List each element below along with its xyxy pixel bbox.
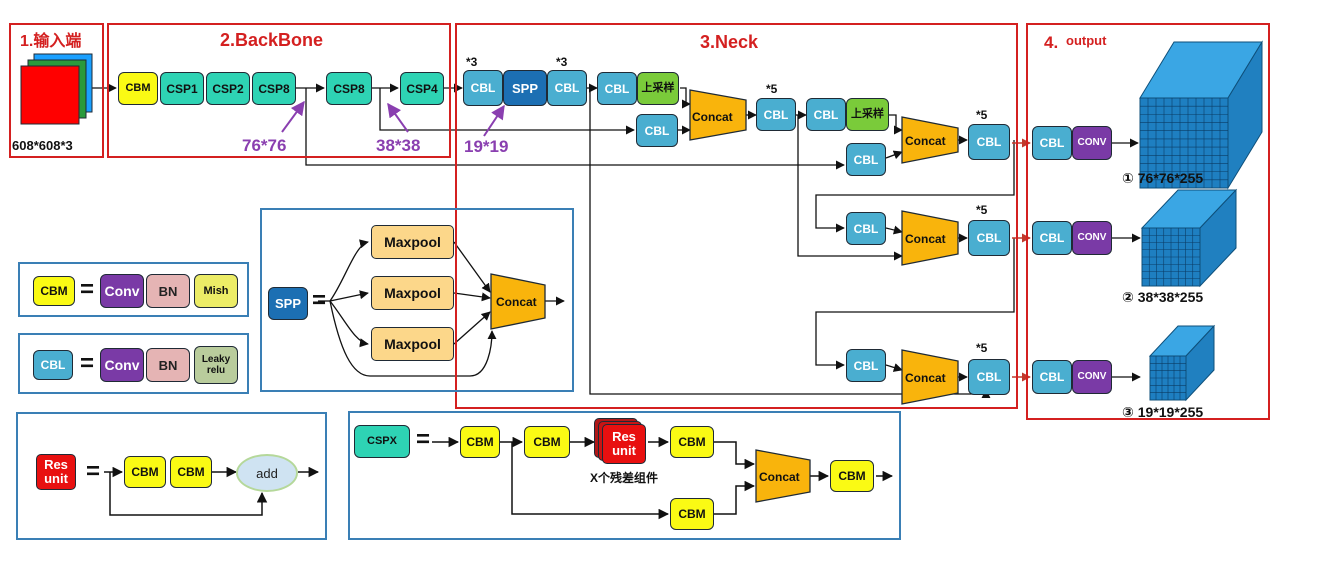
- legend-spp: SPP: [268, 287, 308, 320]
- backbone-csp8-second: CSP8: [326, 72, 372, 105]
- legend-cspx-equals: =: [416, 426, 431, 453]
- legend-cspx: CSPX: [354, 425, 410, 458]
- legend-cbm-bn: BN: [146, 274, 190, 308]
- legend-resunit-frame: [16, 412, 327, 540]
- backbone-csp1: CSP1: [160, 72, 204, 105]
- legend-maxpool-3: Maxpool: [371, 327, 454, 361]
- legend-spp-equals: =: [312, 287, 327, 314]
- neck-cbl-x5-1: CBL: [756, 98, 796, 131]
- legend-spp-concat-label: Concat: [496, 295, 537, 309]
- neck-upsample-1: 上采样: [637, 72, 679, 105]
- legend-cbl: CBL: [33, 350, 73, 380]
- legend-cspx-res-unit: Res unit: [602, 424, 646, 464]
- spp-post-repeat-label: *3: [556, 55, 568, 69]
- legend-cbm-equals: =: [80, 276, 95, 303]
- neck-cbl-up2: CBL: [806, 98, 846, 131]
- neck-cbl-x5-3: CBL: [968, 220, 1010, 256]
- legend-cbl-equals: =: [80, 350, 95, 377]
- legend-cbm-frame: [18, 262, 249, 317]
- legend-cspx-cbm-4: CBM: [670, 498, 714, 530]
- leaky-text: Leaky: [201, 354, 231, 365]
- neck-cbl-x5-2: CBL: [968, 124, 1010, 160]
- res-text: Res: [44, 457, 68, 473]
- neck-cbl-lateral-38: CBL: [636, 114, 678, 147]
- neck-concat-2-label: Concat: [905, 134, 946, 148]
- input-section-frame: [9, 23, 104, 158]
- backbone-section-title: 2.BackBone: [220, 30, 324, 50]
- relu-text: relu: [206, 365, 226, 376]
- legend-maxpool-1: Maxpool: [371, 225, 454, 259]
- legend-spp-frame: [260, 208, 574, 392]
- neck-cbl-repeat-1: *5: [766, 82, 778, 96]
- backbone-csp4: CSP4: [400, 72, 444, 105]
- legend-cbm-mish: Mish: [194, 274, 238, 308]
- backbone-section-frame: [107, 23, 451, 158]
- backbone-cbm: CBM: [118, 72, 158, 105]
- legend-maxpool-2: Maxpool: [371, 276, 454, 310]
- neck-cbl-pre-spp: CBL: [463, 70, 503, 106]
- legend-res-unit: Res unit: [36, 454, 76, 490]
- neck-upsample-2: 上采样: [846, 98, 889, 131]
- output-size-1: ① 76*76*255: [1122, 170, 1204, 186]
- scale-19-label: 19*19: [464, 137, 509, 156]
- legend-cbl-frame: [18, 333, 249, 394]
- head-cbl-2: CBL: [1032, 221, 1072, 255]
- legend-cbl-conv: Conv: [100, 348, 144, 382]
- legend-res-cbm-1: CBM: [124, 456, 166, 488]
- neck-concat-1-label: Concat: [692, 110, 733, 124]
- neck-cbl-repeat-4: *5: [976, 341, 988, 355]
- legend-cspx-cbm-3: CBM: [670, 426, 714, 458]
- neck-cbl-x5-4: CBL: [968, 359, 1010, 395]
- input-size-label: 608*608*3: [12, 138, 73, 153]
- output-size-3: ③ 19*19*255: [1122, 404, 1204, 420]
- neck-cbl-post-spp: CBL: [547, 70, 587, 106]
- spp-pre-repeat-label: *3: [466, 55, 478, 69]
- legend-cbl-leaky-relu: Leaky relu: [194, 346, 238, 384]
- legend-x-residual-components: X个残差组件: [590, 471, 659, 485]
- res-text: Res: [612, 429, 636, 445]
- unit-text: unit: [612, 443, 636, 458]
- neck-concat-4-label: Concat: [905, 371, 946, 385]
- backbone-csp2: CSP2: [206, 72, 250, 105]
- scale-76-label: 76*76: [242, 136, 287, 155]
- legend-cbl-bn: BN: [146, 348, 190, 382]
- neck-cbl-down2: CBL: [846, 349, 886, 382]
- head-conv-1: CONV: [1072, 126, 1112, 160]
- head-cbl-3: CBL: [1032, 360, 1072, 394]
- output-size-2: ② 38*38*255: [1122, 289, 1204, 305]
- head-conv-3: CONV: [1072, 360, 1112, 394]
- legend-cspx-frame: [348, 411, 901, 540]
- legend-cspx-cbm-1: CBM: [460, 426, 500, 458]
- neck-section-title: 3.Neck: [700, 32, 759, 52]
- output-section-number: 4.: [1044, 33, 1059, 52]
- neck-cbl-lateral-76: CBL: [846, 143, 886, 176]
- output-section-frame: [1026, 23, 1270, 420]
- neck-section-frame: [455, 23, 1018, 409]
- legend-cspx-concat-label: Concat: [759, 470, 800, 484]
- unit-text: unit: [44, 471, 68, 486]
- legend-cbm: CBM: [33, 276, 75, 306]
- legend-cspx-cbm-5: CBM: [830, 460, 874, 492]
- neck-concat-3-label: Concat: [905, 232, 946, 246]
- scale-38-label: 38*38: [376, 136, 421, 155]
- legend-res-cbm-2: CBM: [170, 456, 212, 488]
- output-section-title: output: [1066, 33, 1107, 48]
- head-conv-2: CONV: [1072, 221, 1112, 255]
- neck-cbl-up1: CBL: [597, 72, 637, 105]
- backbone-csp8-first: CSP8: [252, 72, 296, 105]
- legend-res-equals: =: [86, 458, 101, 485]
- neck-cbl-down1: CBL: [846, 212, 886, 245]
- neck-cbl-repeat-3: *5: [976, 203, 988, 217]
- neck-cbl-repeat-2: *5: [976, 108, 988, 122]
- legend-add: add: [236, 454, 298, 492]
- input-section-title: 1.输入端: [20, 33, 82, 50]
- neck-spp: SPP: [503, 70, 547, 106]
- head-cbl-1: CBL: [1032, 126, 1072, 160]
- legend-cbm-conv: Conv: [100, 274, 144, 308]
- output-cube-1-icon: [1139, 40, 1263, 190]
- legend-cspx-cbm-2: CBM: [524, 426, 570, 458]
